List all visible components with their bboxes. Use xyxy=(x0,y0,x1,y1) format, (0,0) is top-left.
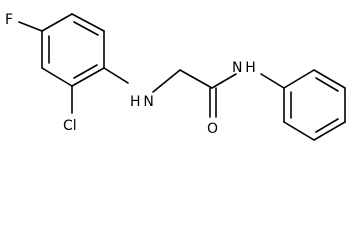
ring2-double-2 xyxy=(315,118,339,133)
ring2-bond-5 xyxy=(313,69,346,89)
chlorine-label: Cl xyxy=(63,118,77,134)
structure-svg: F Cl H N O N H xyxy=(5,12,346,141)
amide-nh-label: N H xyxy=(232,60,256,76)
ring1-bond-1 xyxy=(41,13,73,32)
oxygen-label: O xyxy=(207,121,218,137)
fluorochlorophenyl-ring xyxy=(41,13,105,87)
ring1-double-2 xyxy=(73,64,98,79)
ring2-bond-3 xyxy=(313,121,346,141)
ring1-bond-5 xyxy=(41,67,73,87)
phenyl-ring xyxy=(283,69,346,141)
nh-ch2-bond xyxy=(152,69,181,93)
ring-nh-bond xyxy=(103,67,129,84)
fluorine-label: F xyxy=(5,12,13,28)
ring2-double-3 xyxy=(315,77,339,92)
ring2-bond-6 xyxy=(283,69,315,89)
ring2-bond-2 xyxy=(283,121,315,141)
amine-nh-label: H N xyxy=(130,94,154,110)
structure-canvas: F Cl H N O N H xyxy=(5,12,346,141)
ring1-bond-2 xyxy=(71,13,105,32)
amide-phenyl-bond xyxy=(260,73,285,89)
ring1-double-1 xyxy=(73,21,99,36)
carbonyl-amide-bond xyxy=(211,73,237,89)
ring1-bond-4 xyxy=(71,67,105,87)
ch2-carbonyl-bond xyxy=(179,69,213,89)
c-f-bond xyxy=(18,21,43,32)
